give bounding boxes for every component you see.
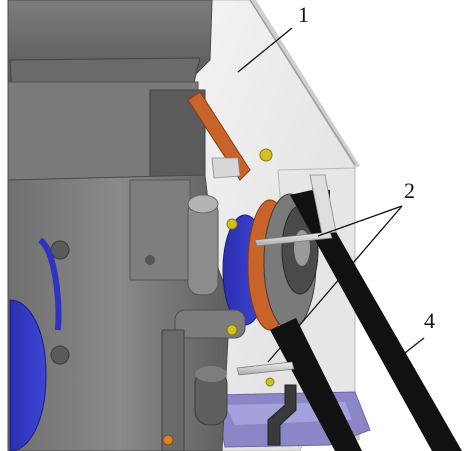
yellow-bolts [162, 148, 275, 446]
pulley [263, 193, 319, 331]
tensioner-assembly [161, 194, 246, 451]
leader-line-2b [267, 205, 403, 363]
callout-4: 4 [424, 308, 435, 333]
callout-2: 2 [404, 178, 415, 203]
engine-housing [7, 0, 231, 451]
leader-line-1 [237, 27, 293, 73]
leader-line-2a [317, 205, 403, 237]
leader-line-4 [395, 337, 425, 361]
adjustment-rods [211, 157, 337, 446]
leader-lines [237, 27, 425, 363]
callout-1: 1 [298, 2, 309, 27]
